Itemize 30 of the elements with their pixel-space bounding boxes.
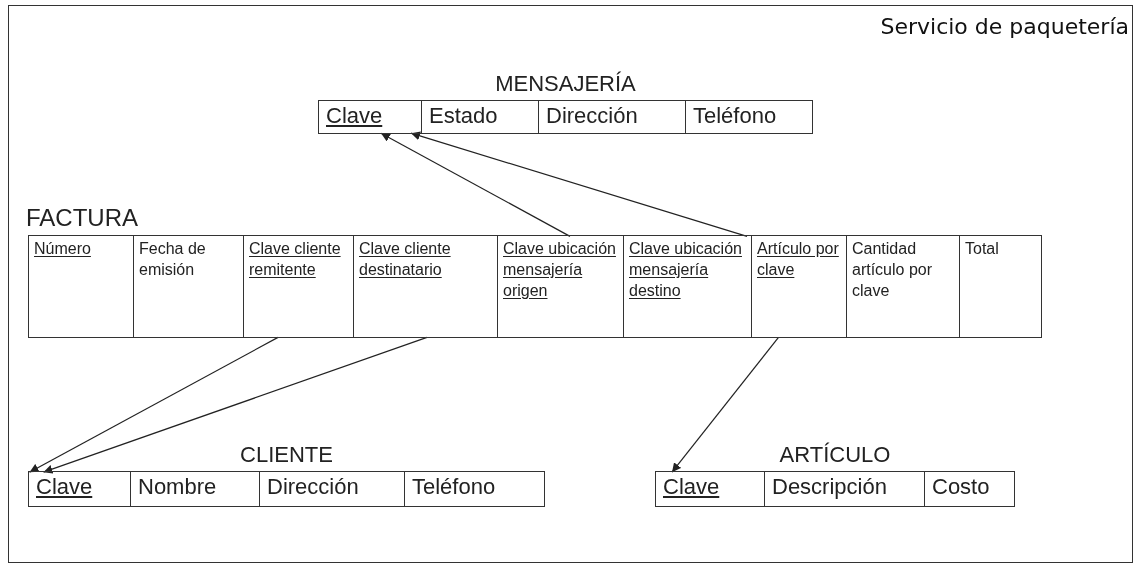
table-cell: Total [959,236,1041,338]
table-cell: Dirección [259,472,404,507]
table-cell: Costo [924,472,1014,507]
table-name: ARTÍCULO [779,443,891,468]
table-cell: Estado [421,101,538,134]
table-cell: Clave [656,472,764,507]
table-cell: Clave ubicación mensajería origen [497,236,623,338]
table-cell: Dirección [538,101,685,134]
arrow [410,131,748,237]
table-cell: Artículo por clave [751,236,846,338]
arrow [28,336,279,473]
arrow [380,132,571,237]
table-cell: Clave [319,101,421,134]
table-cell: Cantidad artículo por clave [846,236,959,338]
arrow [42,336,428,474]
table-cell: Número [29,236,133,338]
table-cell: Teléfono [404,472,544,507]
arrow [671,336,780,473]
table-name: MENSAJERÍA [495,72,636,97]
table-cell: Nombre [130,472,259,507]
table-name: FACTURA [26,205,138,232]
table-cell: Descripción [764,472,924,507]
table-cell: Clave cliente destinatario [353,236,497,338]
table-cell: Fecha de emisión [133,236,243,338]
table-cell: Clave [29,472,130,507]
table-cell: Teléfono [685,101,812,134]
table-cell: Clave cliente remitente [243,236,353,338]
diagram-title: Servicio de paquetería [880,14,1129,39]
table-name: CLIENTE [240,443,333,468]
table-cell: Clave ubicación mensajería destino [623,236,751,338]
